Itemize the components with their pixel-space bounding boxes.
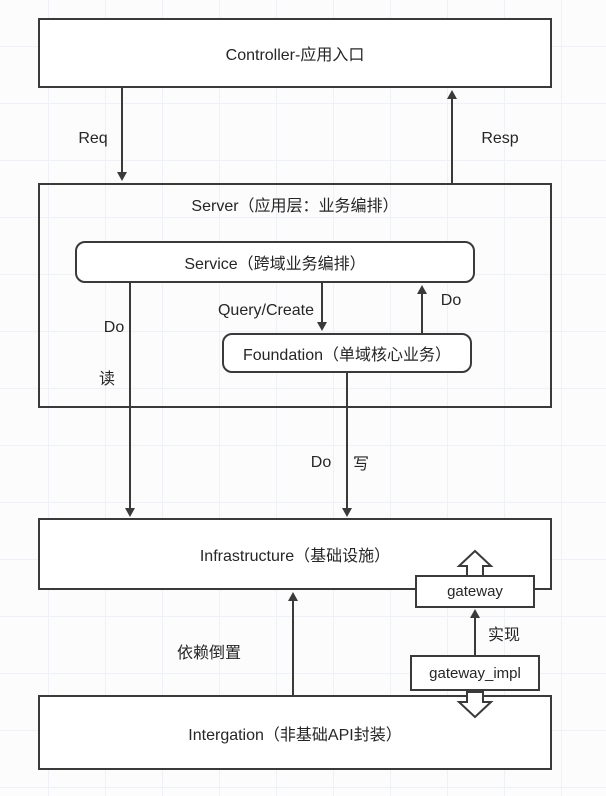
edge-req-arrowhead [117,172,127,181]
node-gateway-impl: gateway_impl [410,655,540,691]
edge-write-arrowhead [342,508,352,517]
node-gateway: gateway [415,575,535,608]
edge-label-query-create: Query/Create [217,302,315,319]
node-server: Server（应用层：业务编排） [38,183,552,408]
edge-label-do-up: Do [440,292,462,309]
edge-implement-arrowhead [470,609,480,618]
node-foundation-label: Foundation（单域核心业务） [242,347,452,364]
node-foundation: Foundation（单域核心业务） [222,333,472,373]
edge-label-do-read: Do [103,319,125,336]
node-service-label: Service（跨域业务编排） [184,256,366,273]
node-infrastructure-label: Infrastructure（基础设施） [199,548,391,565]
edge-label-implement: 实现 [487,627,521,644]
edge-read-arrowhead [125,508,135,517]
node-controller-label: Controller-应用入口 [225,47,365,64]
node-server-label: Server（应用层：业务编排） [191,198,399,215]
edge-label-resp: Resp [481,130,519,147]
node-service: Service（跨域业务编排） [75,241,475,283]
node-controller: Controller-应用入口 [38,18,552,88]
node-gateway-impl-label: gateway_impl [429,664,521,682]
edge-label-do-write: Do [310,454,332,471]
edge-label-read: 读 [98,371,116,388]
edge-dependency-inversion-arrowhead [288,592,298,601]
edge-resp-arrowhead [447,90,457,99]
edge-label-req: Req [78,130,108,147]
edge-label-write: 写 [352,456,370,473]
edge-label-dependency-inversion: 依赖倒置 [176,645,242,662]
node-integration: Intergation（非基础API封装） [38,695,552,770]
node-integration-label: Intergation（非基础API封装） [188,726,402,744]
node-gateway-label: gateway [447,583,503,600]
